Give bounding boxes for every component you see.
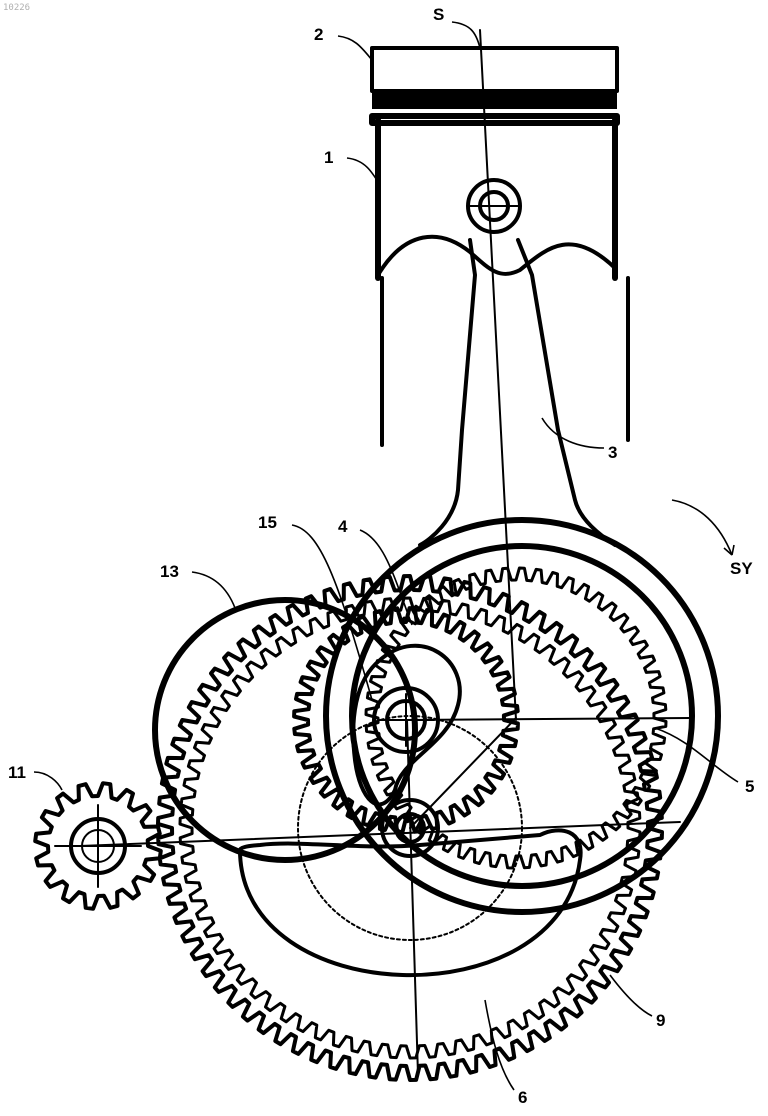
axis-lines [80,30,690,1075]
label-15: 15 [258,513,277,532]
label-1: 1 [324,148,333,167]
label-13: 13 [160,562,179,581]
piston-crown [372,48,617,91]
label-2: 2 [314,25,323,44]
label-s: S [433,5,444,24]
rod-left-edge [420,240,475,545]
piston-ring-band [372,89,617,109]
piston-ring-groove [372,116,617,123]
horizontal-center-line [406,718,690,720]
connecting-rod [420,240,615,545]
callouts: 2 S 1 3 SY 15 4 13 5 11 9 6 [8,5,754,1107]
label-5: 5 [745,777,754,796]
label-sy: SY [730,559,753,578]
label-11: 11 [8,763,26,782]
label-6: 6 [518,1088,527,1107]
rod-right-edge [518,240,615,545]
piston-pin [468,180,520,232]
corner-code: 10226 [3,3,30,13]
piston-pin-boss [378,237,615,275]
label-4: 4 [338,517,348,536]
piston-assembly [372,48,628,445]
vertical-center-line [407,720,418,1075]
label-3: 3 [608,443,617,462]
label-9: 9 [656,1011,665,1030]
